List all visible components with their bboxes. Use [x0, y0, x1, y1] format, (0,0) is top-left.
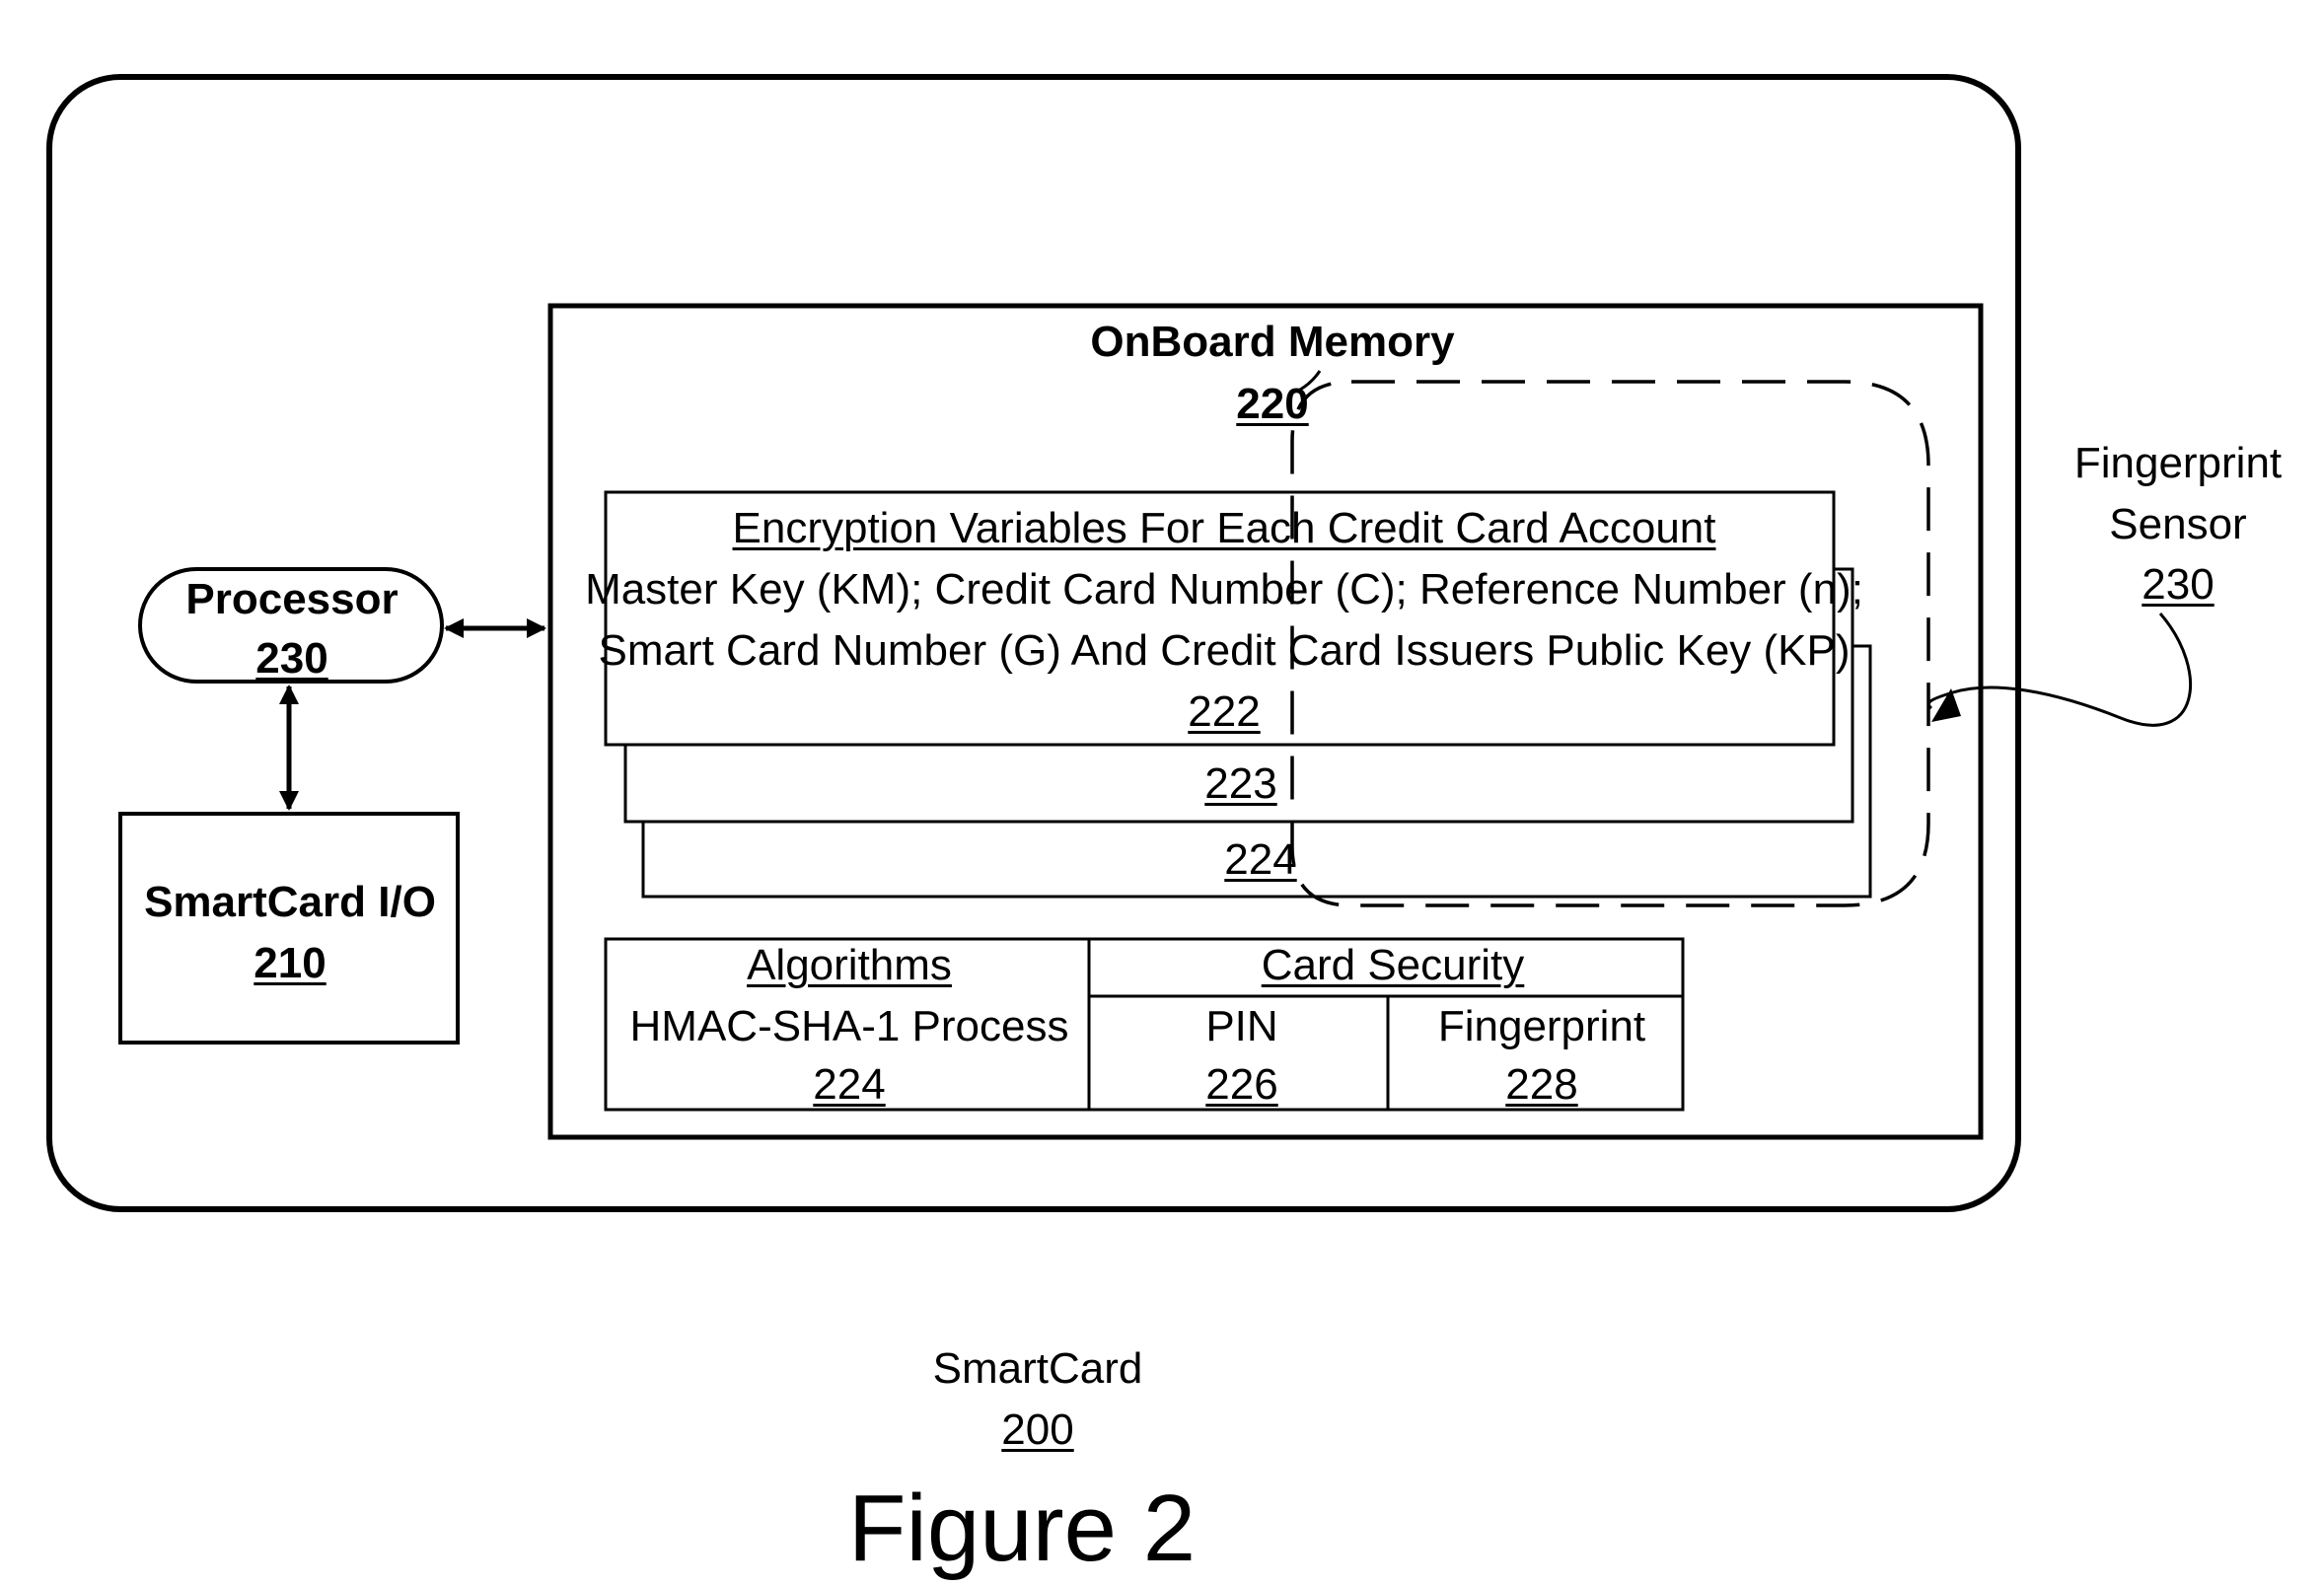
onboard-memory-box	[547, 303, 1984, 1140]
fingerprint-sensor-ref: 230	[2142, 560, 2215, 609]
algorithms-heading: Algorithms	[747, 941, 952, 989]
smartcard-io-box	[118, 812, 460, 1045]
smartcard-outline	[46, 74, 2021, 1212]
fingerprint-label: Fingerprint	[1437, 1002, 1646, 1050]
smartcard-ref: 200	[1001, 1406, 1074, 1454]
pin-label: PIN	[1205, 1002, 1278, 1050]
encryption-heading: Encryption Variables For Each Credit Car…	[732, 504, 1716, 552]
algorithms-text: HMAC-SHA-1 Process	[629, 1002, 1069, 1050]
fingerprint-protected-region	[1290, 380, 1930, 907]
algorithms-ref: 224	[813, 1060, 886, 1109]
smartcard-label: SmartCard	[932, 1344, 1143, 1393]
onboard-memory-ref: 220	[1236, 380, 1309, 428]
encryption-line-1: Master Key (KM); Credit Card Number (C);…	[585, 565, 1863, 613]
fingerprint-ref: 228	[1505, 1060, 1578, 1109]
smartcard-io-label: SmartCard I/O	[144, 878, 436, 926]
memory-ref-leader	[1299, 370, 1322, 392]
processor-shape	[138, 567, 444, 684]
algorithms-security-table	[604, 937, 1685, 1112]
fingerprint-sensor-line-2: Sensor	[2109, 500, 2247, 548]
card-security-heading: Card Security	[1261, 941, 1525, 989]
onboard-memory-title: OnBoard Memory	[1090, 318, 1455, 366]
encryption-ref-223: 223	[1204, 759, 1277, 808]
processor-label: Processor	[185, 575, 399, 623]
encryption-line-2: Smart Card Number (G) And Credit Card Is…	[598, 626, 1851, 675]
encryption-box-222	[604, 490, 1836, 747]
pin-ref: 226	[1205, 1060, 1278, 1109]
encryption-ref-222: 222	[1188, 687, 1261, 736]
encryption-ref-224: 224	[1224, 835, 1297, 884]
smartcard-io-ref: 210	[254, 939, 327, 987]
fingerprint-sensor-line-1: Fingerprint	[2073, 439, 2283, 487]
fingerprint-sensor-arrow	[1926, 613, 2192, 727]
figure-caption: Figure 2	[847, 1476, 1197, 1581]
processor-ref: 230	[255, 634, 328, 683]
fingerprint-sensor-arrowhead	[1931, 688, 1961, 722]
